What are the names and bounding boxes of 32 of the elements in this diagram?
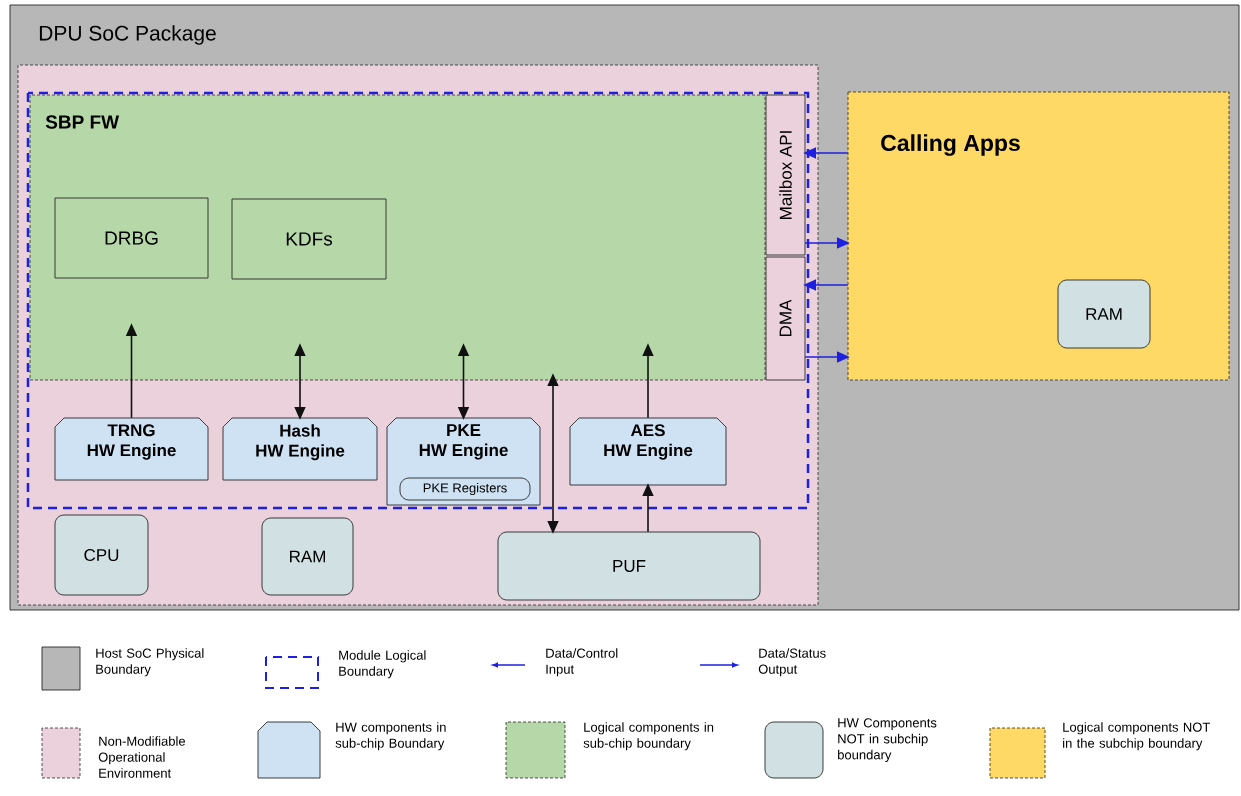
- arrow: [804, 237, 849, 249]
- arrow: [547, 374, 559, 533]
- function-box: DRBG: [54, 197, 209, 279]
- arrow: [804, 147, 849, 159]
- legend-text: Logical components NOT in the subchip boundary: [1063, 722, 1210, 751]
- function-box: KDFs: [231, 198, 387, 280]
- interface-bar: DMA: [765, 256, 806, 381]
- legend-text: HW components in sub-chip Boundary: [335, 722, 446, 751]
- arrow: [457, 344, 470, 419]
- arrow: [642, 344, 654, 419]
- module-boundary: [26, 91, 810, 510]
- legend-text: Data/Status Output: [758, 648, 826, 677]
- component-box: PUF: [497, 531, 761, 601]
- legend-text: HW Components NOT in subchip boundary: [838, 718, 937, 762]
- legend-text: Data/Control Input: [546, 648, 618, 677]
- engine-box: AES HW Engine: [569, 417, 727, 486]
- legend-text: Host SoC Physical Boundary: [96, 648, 204, 677]
- arrow: [642, 484, 654, 533]
- legend-text: Module Logical Boundary: [339, 650, 426, 679]
- arrow: [294, 344, 306, 419]
- arrow: [804, 279, 849, 291]
- arrow: [126, 324, 138, 419]
- register-box: PKE Registers: [399, 477, 531, 501]
- legend-text: Non-Modifiable Operational Environment: [98, 736, 186, 778]
- component-box: RAM: [261, 517, 354, 596]
- engine-box: TRNG HW Engine: [54, 417, 209, 481]
- component-box: RAM: [1057, 279, 1151, 349]
- arrow: [804, 351, 849, 363]
- component-box: CPU: [54, 514, 149, 596]
- legend-text: Logical components in sub-chip boundary: [583, 722, 714, 751]
- interface-bar: Mailbox API: [765, 94, 806, 256]
- engine-box: Hash HW Engine: [222, 417, 378, 481]
